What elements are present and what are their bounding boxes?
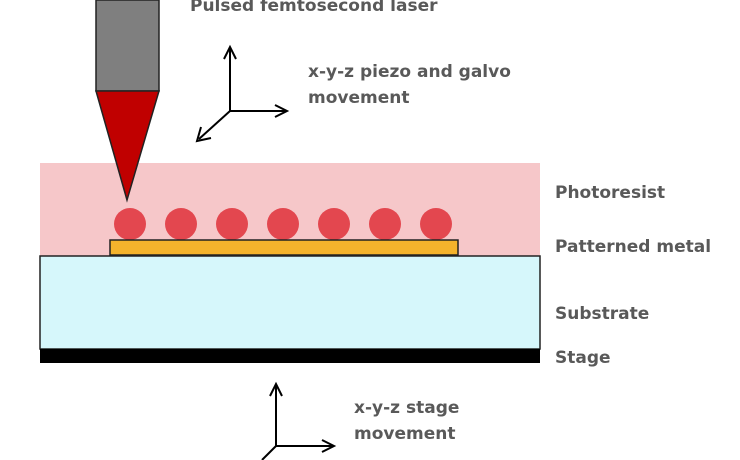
piezo-axes-icon <box>195 44 290 143</box>
polymerized-dot <box>114 208 146 240</box>
laser-label: Pulsed femtosecond laser <box>190 0 438 16</box>
piezo-movement-label-line1: x-y-z piezo and galvo <box>308 62 511 82</box>
stage-movement-label-line1: x-y-z stage <box>354 398 460 418</box>
patterned-metal-label: Patterned metal <box>555 237 712 257</box>
substrate-label: Substrate <box>555 304 650 324</box>
stage-movement-label-line2: movement <box>354 424 456 444</box>
polymerized-dot <box>267 208 299 240</box>
polymerized-dot <box>318 208 350 240</box>
substrate-layer <box>39 255 541 350</box>
piezo-movement-label-line2: movement <box>308 88 410 108</box>
stage-plate <box>40 349 540 363</box>
polymerized-dot <box>420 208 452 240</box>
polymerized-dots <box>114 208 452 240</box>
laser-beam <box>95 90 161 203</box>
photoresist-label: Photoresist <box>555 183 666 203</box>
laser-objective <box>95 0 160 92</box>
stage-label: Stage <box>555 348 611 368</box>
stage-axes-icon <box>261 381 337 460</box>
polymerized-dot <box>216 208 248 240</box>
patterned-metal-layer <box>109 239 459 256</box>
polymerized-dot <box>165 208 197 240</box>
polymerized-dot <box>369 208 401 240</box>
